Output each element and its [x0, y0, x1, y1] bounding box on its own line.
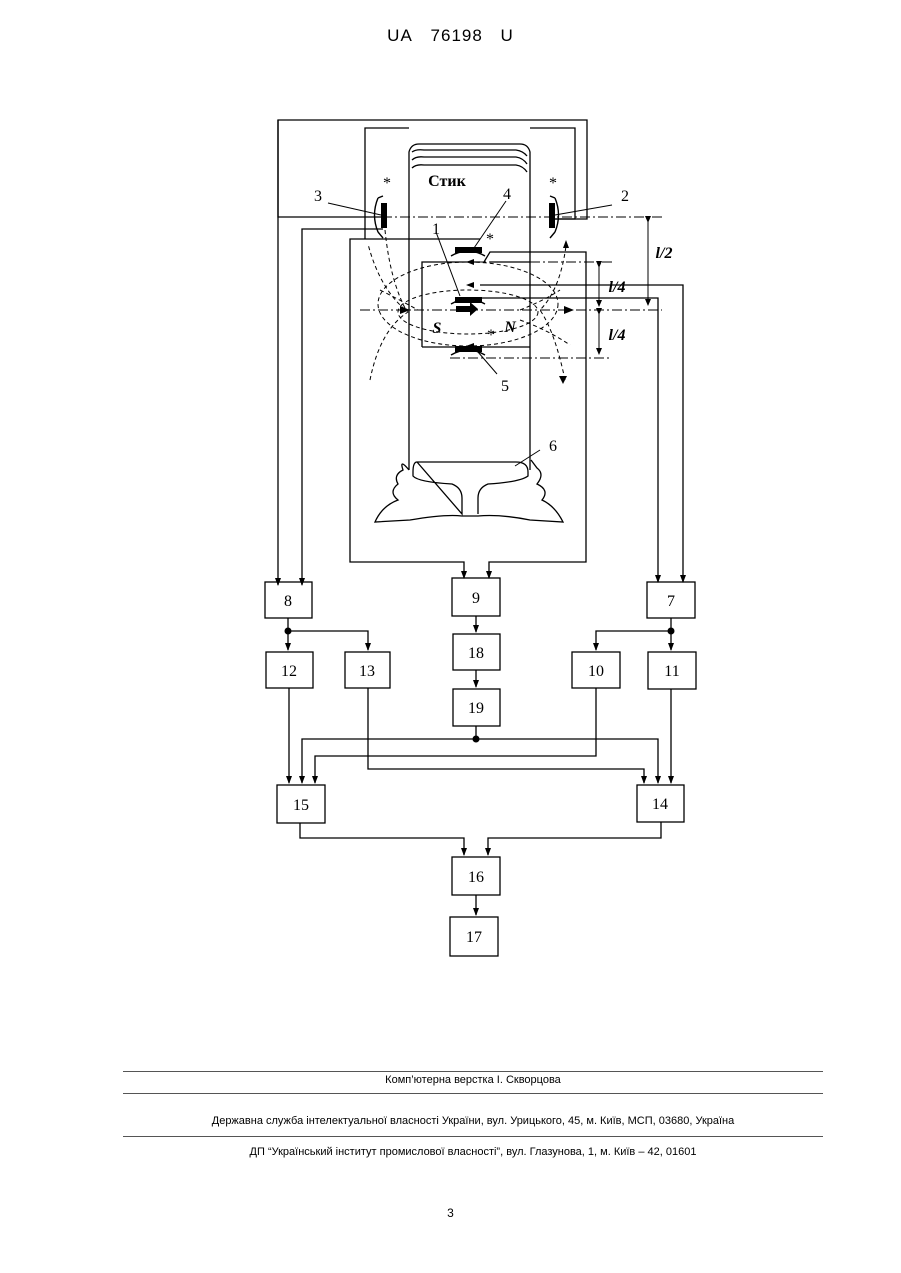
callout-6: 6: [549, 438, 557, 455]
dimension-quarter-upper: l/4: [609, 279, 626, 296]
page-number: 3: [0, 1206, 901, 1220]
block-8-label: 8: [284, 593, 292, 610]
pole-s: S: [433, 320, 442, 337]
sensor-2: [549, 203, 555, 228]
block-12-label: 12: [281, 663, 297, 680]
dimension-half: l/2: [656, 245, 673, 262]
footer-rule-middle: [123, 1093, 823, 1094]
block-16-label: 16: [468, 869, 484, 886]
block-14-label: 14: [652, 796, 668, 813]
block-15-label: 15: [293, 797, 309, 814]
callout-1: 1: [432, 221, 440, 238]
footer-rule-bottom: [123, 1136, 823, 1137]
dimension-quarter-lower: l/4: [609, 327, 626, 344]
block-13-label: 13: [359, 663, 375, 680]
callout-3: 3: [314, 188, 322, 205]
block-9-label: 9: [472, 590, 480, 607]
sensor-3: [381, 203, 387, 228]
polarity-star-3: *: [383, 175, 391, 192]
publisher-service: Державна служба інтелектуальної власност…: [123, 1115, 823, 1127]
callout-2: 2: [621, 188, 629, 205]
joint-label: Стик: [428, 173, 466, 190]
polarity-star-2: *: [549, 175, 557, 192]
polarity-star-5: *: [487, 327, 495, 344]
pole-n: N: [503, 319, 517, 336]
block-7-label: 7: [667, 593, 675, 610]
rail-section: [413, 462, 528, 514]
block-11-label: 11: [664, 663, 679, 680]
polarity-star-4: *: [486, 231, 494, 248]
block-17-label: 17: [466, 929, 482, 946]
callout-4: 4: [503, 186, 511, 203]
magnetization-arrow: [456, 302, 478, 316]
footer-rule-top: [123, 1071, 823, 1072]
block-18-label: 18: [468, 645, 484, 662]
callout-5: 5: [501, 378, 509, 395]
layout-credit: Комп’ютерна верстка І. Скворцова: [123, 1074, 823, 1086]
block-10-label: 10: [588, 663, 604, 680]
block-19-label: 19: [468, 700, 484, 717]
publisher-institute: ДП “Український інститут промислової вла…: [123, 1146, 823, 1158]
